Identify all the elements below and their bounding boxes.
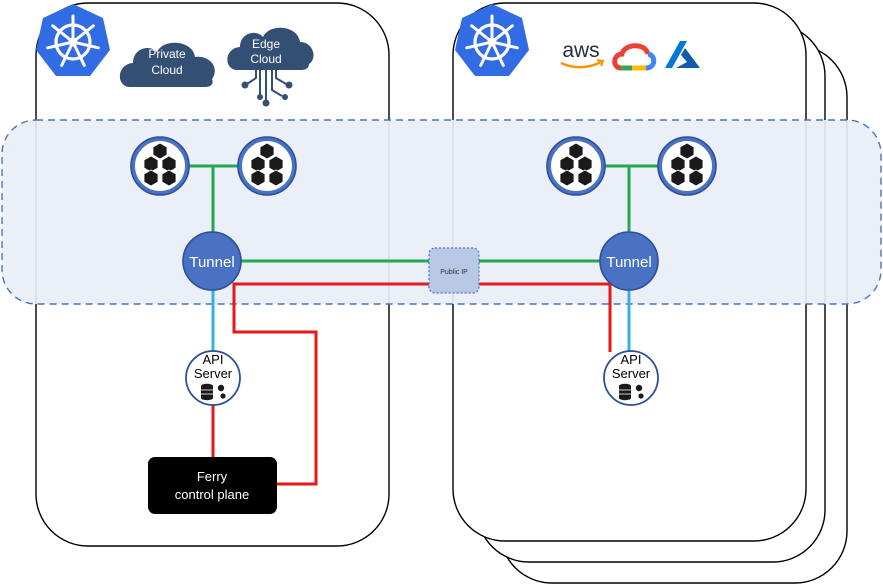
red-connections [211, 282, 612, 486]
workload-node-right-2 [657, 136, 717, 196]
workload-node-left-1 [130, 136, 190, 196]
private-cloud-label-1: Private [148, 47, 186, 61]
database-icon [201, 383, 213, 401]
tunnel-label-left: Tunnel [189, 254, 234, 271]
edge-cloud-label-1: Edge [252, 37, 280, 51]
api-server-label-left-2: Server [194, 366, 233, 381]
aws-logo: aws [560, 39, 605, 69]
api-server-label-left-1: API [203, 352, 224, 367]
azure-logo [665, 41, 700, 68]
private-cloud-icon: Private Cloud [119, 42, 215, 87]
public-ip-node: Public IP [428, 247, 480, 294]
workload-node-left-2 [237, 136, 297, 196]
aws-label: aws [562, 39, 599, 62]
tunnel-node-right: Tunnel [599, 231, 659, 291]
api-server-node-right: API Server [603, 350, 659, 406]
kubernetes-icon-left [36, 4, 110, 76]
database-icon [619, 383, 631, 401]
edge-cloud-icon: Edge Cloud [227, 27, 314, 107]
google-cloud-logo [612, 43, 657, 71]
gear-icon [635, 384, 644, 399]
kubernetes-icon-right [455, 4, 529, 76]
api-server-label-right-1: API [621, 352, 642, 367]
private-cloud-label-2: Cloud [151, 63, 182, 77]
tunnel-node-left: Tunnel [182, 231, 242, 291]
workload-node-right-1 [546, 136, 606, 196]
blue-connections [211, 283, 631, 352]
api-server-node-left: API Server [185, 350, 241, 406]
ferry-label-2: control plane [175, 487, 249, 502]
api-server-label-right-2: Server [612, 366, 651, 381]
gear-icon [217, 384, 226, 399]
ferry-label-1: Ferry [197, 469, 228, 484]
public-ip-label: Public IP [440, 269, 468, 276]
edge-cloud-label-2: Cloud [250, 52, 281, 66]
ferry-control-plane: Ferry control plane [148, 457, 277, 514]
tunnel-label-right: Tunnel [606, 254, 651, 271]
